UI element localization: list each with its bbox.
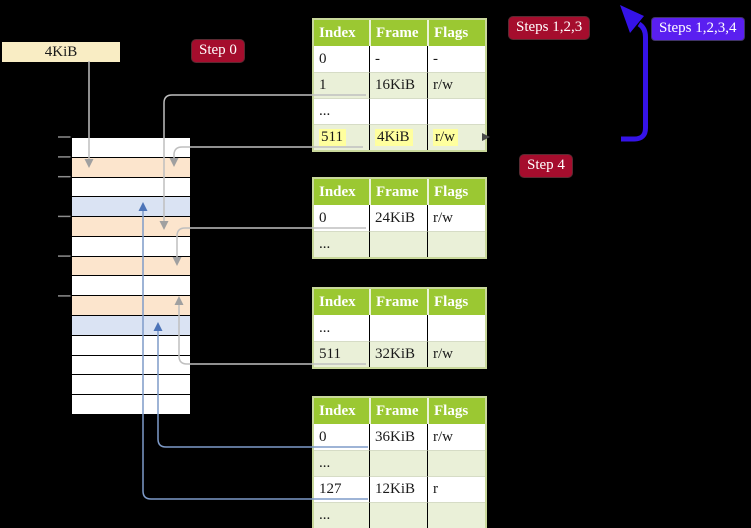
page-table-level1: Index Frame Flags 0 36KiB r/w ... 127 12… [312, 396, 487, 528]
cell-flags: r/w [427, 72, 485, 98]
cell-index: 0 [319, 209, 327, 226]
memory-frame-row-white [72, 395, 190, 414]
page-table-level2: Index Frame Flags ... 511 32KiB r/w [312, 287, 487, 369]
table-row: ... [314, 450, 485, 476]
highlighted-value: 511 [319, 129, 346, 146]
memory-frame-row-white [72, 177, 190, 198]
highlighted-value: r/w [433, 129, 458, 146]
cell-frame [369, 502, 427, 528]
table-header-row: Index Frame Flags [314, 289, 485, 315]
cell-index: 1 [314, 72, 369, 98]
recursive-loop-arrow [620, 5, 648, 142]
col-header-frame: Frame [369, 289, 427, 315]
memory-frame-row-orange [72, 217, 190, 237]
table-header-row: Index Frame Flags [314, 20, 485, 46]
highlighted-value: 4KiB [375, 129, 413, 146]
cell-frame [369, 315, 427, 341]
cell-flags: r/w [427, 124, 485, 150]
col-header-index: Index [314, 398, 369, 424]
col-header-flags: Flags [427, 179, 485, 205]
page-table-level3: Index Frame Flags 0 24KiB r/w ... [312, 177, 487, 259]
memory-frame-row-white [72, 335, 190, 356]
cell-frame: 32KiB [369, 341, 427, 367]
col-header-index: Index [314, 179, 369, 205]
cell-flags: r/w [427, 341, 485, 367]
cell-flags [427, 450, 485, 476]
cell-index: 127 [314, 476, 369, 502]
col-header-frame: Frame [369, 179, 427, 205]
frame-size-label: 4KiB [2, 42, 120, 62]
table-row: 127 12KiB r [314, 476, 485, 502]
cell-index: 511 [314, 341, 369, 367]
memory-frame-row-white [72, 138, 190, 158]
table-row: ... [314, 502, 485, 528]
table-row: ... [314, 231, 485, 257]
col-header-flags: Flags [427, 20, 485, 46]
memory-frame-row-white [72, 355, 190, 376]
steps-1234-badge: Steps 1,2,3,4 [652, 18, 744, 40]
col-header-frame: Frame [369, 20, 427, 46]
memory-frame-row-blue [72, 197, 190, 218]
cell-index: 511 [314, 124, 369, 150]
step4-badge: Step 4 [520, 155, 572, 177]
cell-index: ... [314, 502, 369, 528]
col-header-frame: Frame [369, 398, 427, 424]
cell-frame: 24KiB [369, 205, 427, 231]
table-row: 0 36KiB r/w [314, 424, 485, 450]
table-row: 1 16KiB r/w [314, 72, 485, 98]
cell-flags: - [427, 46, 485, 72]
memory-frame-row-white [72, 375, 190, 396]
memory-frame-row-orange [72, 296, 190, 317]
table-row: ... [314, 98, 485, 124]
memory-frame-row-blue [72, 316, 190, 336]
cell-flags: r/w [427, 424, 485, 450]
table-row: 0 24KiB r/w [314, 205, 485, 231]
table-row: ... [314, 315, 485, 341]
cell-frame: - [369, 46, 427, 72]
cell-frame [369, 98, 427, 124]
col-header-index: Index [314, 289, 369, 315]
table-row: 0 - - [314, 46, 485, 72]
physical-memory-strip [71, 137, 191, 415]
col-header-flags: Flags [427, 398, 485, 424]
cell-index: ... [314, 450, 369, 476]
memory-frame-row-white [72, 276, 190, 297]
cell-frame: 36KiB [369, 424, 427, 450]
cell-frame: 12KiB [369, 476, 427, 502]
cell-frame [369, 450, 427, 476]
cell-flags [427, 98, 485, 124]
col-header-index: Index [314, 20, 369, 46]
cell-index: 0 [319, 50, 327, 67]
memory-frame-row-orange [72, 256, 190, 277]
steps-123-badge: Steps 1,2,3 [509, 17, 590, 39]
address-tick-marks [58, 136, 71, 297]
table-row-recursive-entry: 511 4KiB r/w [314, 124, 485, 150]
cell-index: ... [314, 98, 369, 124]
cell-flags [427, 502, 485, 528]
memory-frame-row-white [72, 236, 190, 257]
cell-frame [369, 231, 427, 257]
cell-index: ... [314, 231, 369, 257]
cell-index: 0 [319, 428, 327, 445]
table-row: 511 32KiB r/w [314, 341, 485, 367]
cell-flags: r/w [427, 205, 485, 231]
cell-frame: 4KiB [369, 124, 427, 150]
memory-frame-row-orange [72, 157, 190, 178]
cell-index: ... [319, 319, 331, 336]
cell-frame: 16KiB [369, 72, 427, 98]
table-header-row: Index Frame Flags [314, 179, 485, 205]
col-header-flags: Flags [427, 289, 485, 315]
cell-flags [427, 231, 485, 257]
cell-flags [427, 315, 485, 341]
step0-badge: Step 0 [192, 40, 244, 62]
page-table-level4: Index Frame Flags 0 - - 1 16KiB r/w ... … [312, 18, 487, 152]
table-header-row: Index Frame Flags [314, 398, 485, 424]
cell-flags: r [427, 476, 485, 502]
